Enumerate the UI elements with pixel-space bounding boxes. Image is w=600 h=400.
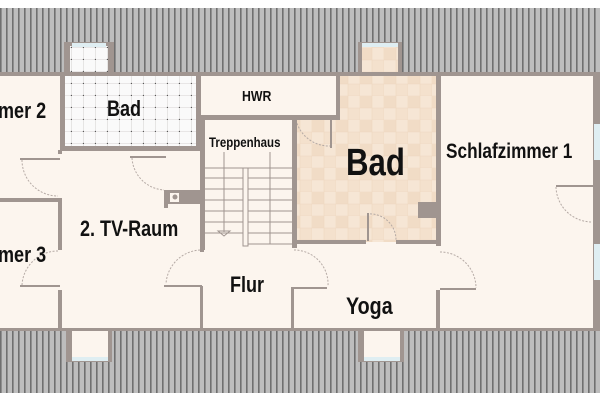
- room-label-tv-raum: 2. TV-Raum: [80, 216, 179, 241]
- room-label-treppenhaus: Treppenhaus: [209, 134, 281, 150]
- room-label-schlafzimmer-2: mer 2: [0, 98, 47, 123]
- room-label-yoga: Yoga: [346, 293, 393, 320]
- room-label-bad-small: Bad: [107, 96, 142, 121]
- bad-small-floor: [64, 76, 200, 148]
- room-label-bad-large: Bad: [346, 142, 405, 184]
- room-label-schlafzimmer-3: mer 3: [0, 242, 47, 267]
- room-label-hwr: HWR: [242, 88, 272, 105]
- room-label-schlafzimmer-1: Schlafzimmer 1: [446, 140, 573, 163]
- room-label-flur: Flur: [230, 272, 265, 297]
- stairs: [205, 152, 292, 245]
